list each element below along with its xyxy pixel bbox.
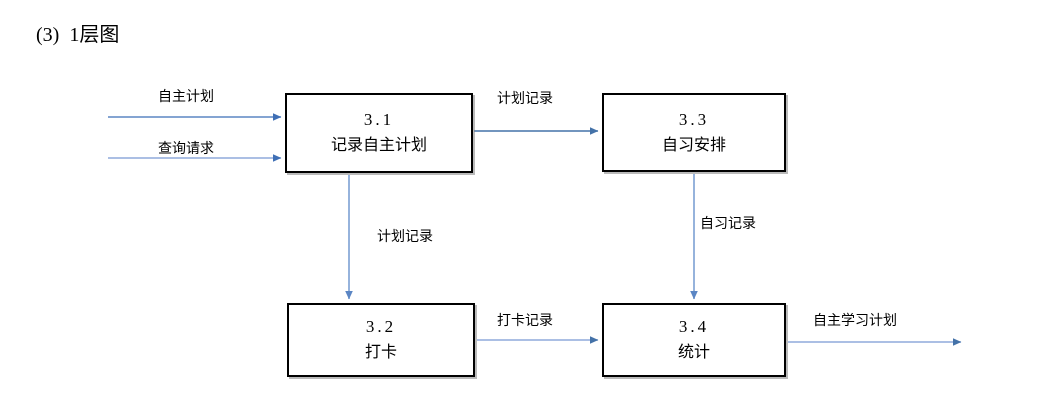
flow-label-chaxunqingqiu: 查询请求 <box>158 141 214 157</box>
process-name: 记录自主计划 <box>330 135 427 154</box>
flow-label-jihuajilu-vertical: 计划记录 <box>377 229 433 245</box>
page-title: (3) 1层图 <box>36 22 119 48</box>
process-id: 3.1 <box>363 110 395 129</box>
process-box-3-2[interactable]: 3.2 打卡 <box>287 303 475 377</box>
page-title-index: (3) <box>36 24 60 46</box>
process-box-3-1[interactable]: 3.1 记录自主计划 <box>285 93 473 173</box>
process-id: 3.3 <box>678 109 710 129</box>
page-title-text: 1层图 <box>69 24 120 46</box>
flow-label-zizhujihua: 自主计划 <box>158 89 214 105</box>
flow-label-dakajilu: 打卡记录 <box>497 313 553 329</box>
process-name: 统计 <box>677 342 710 361</box>
process-name: 自习安排 <box>661 134 726 154</box>
flow-label-zizhuxuexijihua: 自主学习计划 <box>813 313 897 329</box>
process-name: 打卡 <box>364 342 397 361</box>
process-box-3-3[interactable]: 3.3 自习安排 <box>602 93 786 172</box>
flow-label-jihuajilu-horizontal: 计划记录 <box>497 91 553 107</box>
flow-label-zixijilu: 自习记录 <box>700 216 756 232</box>
process-id: 3.2 <box>365 317 397 336</box>
process-box-3-4[interactable]: 3.4 统计 <box>602 303 786 377</box>
process-id: 3.4 <box>678 317 710 336</box>
